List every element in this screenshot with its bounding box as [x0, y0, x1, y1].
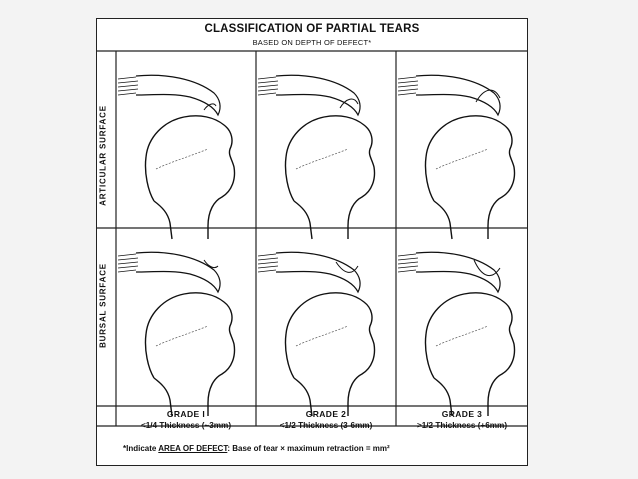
- figure-subtitle: BASED ON DEPTH OF DEFECT*: [252, 38, 372, 47]
- row-label-bursal: BURSAL SURFACE: [98, 263, 108, 348]
- figure-border: [96, 18, 528, 466]
- footnote: *Indicate AREA OF DEFECT: Base of tear ×…: [123, 444, 390, 453]
- grade-1-name: GRADE I: [166, 409, 206, 419]
- articular-grade3-illustration: [397, 74, 516, 240]
- row-label-articular: ARTICULAR SURFACE: [98, 105, 108, 206]
- bursal-grade3-illustration: [397, 251, 516, 417]
- bursal-grade1-illustration: [117, 251, 236, 417]
- classification-figure: CLASSIFICATION OF PARTIAL TEARS BASED ON…: [96, 18, 528, 466]
- grade-2-thickness: <1/2 Thickness (3-6mm): [279, 421, 373, 430]
- grade-3-thickness: >1/2 Thickness (+6mm): [416, 421, 508, 430]
- articular-grade1-illustration: [117, 74, 236, 240]
- articular-grade2-illustration: [257, 74, 376, 240]
- grid-lines: [96, 50, 528, 427]
- grade-1-caption: GRADE I <1/4 Thickness (~3mm): [116, 409, 256, 430]
- tear-defects: [203, 89, 501, 276]
- grade-1-thickness: <1/4 Thickness (~3mm): [140, 421, 232, 430]
- bursal-grade2-illustration: [257, 251, 376, 417]
- footnote-suffix: : Base of tear × maximum retraction = mm…: [227, 444, 390, 453]
- grade-3-caption: GRADE 3 >1/2 Thickness (+6mm): [396, 409, 528, 430]
- grade-2-name: GRADE 2: [305, 409, 347, 419]
- footnote-emphasis: AREA OF DEFECT: [158, 444, 228, 453]
- illustration-grid: [96, 50, 528, 427]
- figure-title: CLASSIFICATION OF PARTIAL TEARS: [204, 23, 420, 35]
- footnote-prefix: *Indicate: [123, 444, 159, 453]
- grade-2-caption: GRADE 2 <1/2 Thickness (3-6mm): [256, 409, 396, 430]
- grade-3-name: GRADE 3: [441, 409, 483, 419]
